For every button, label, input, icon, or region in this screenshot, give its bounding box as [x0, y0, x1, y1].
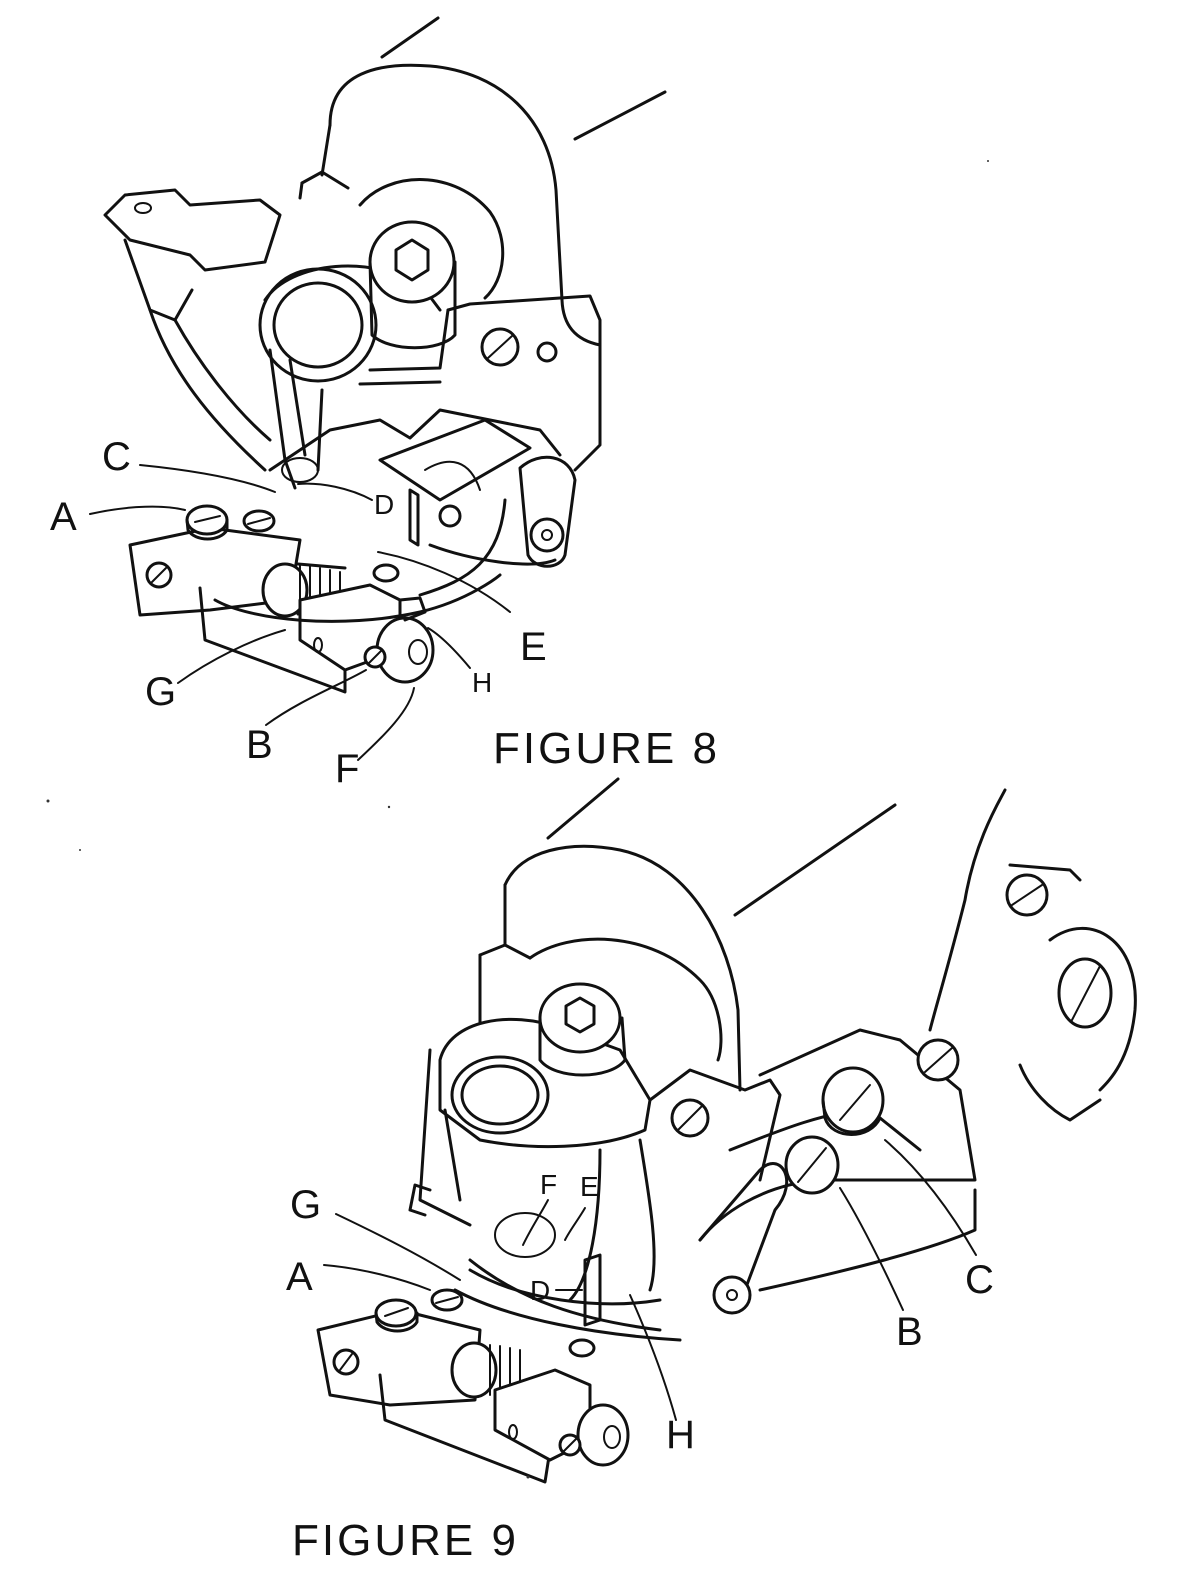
fig8-label-B: B: [246, 723, 273, 767]
fig9-label-E: E: [580, 1171, 599, 1202]
fig8-label-E: E: [520, 625, 547, 669]
figure-8-caption: FIGURE 8: [493, 724, 720, 773]
figure-8-mechanism: [105, 18, 665, 692]
scan-specks: [47, 160, 990, 1479]
fig8-label-H: H: [472, 667, 492, 698]
fig9-label-G: G: [290, 1183, 321, 1227]
figure-9-mechanism: [318, 779, 1135, 1482]
fig8-label-C: C: [102, 435, 131, 479]
fig8-label-A: A: [50, 495, 77, 539]
fig9-label-H: H: [666, 1413, 695, 1457]
fig9-label-C: C: [965, 1258, 994, 1302]
fig9-label-A: A: [286, 1255, 313, 1299]
fig8-label-D: D: [374, 489, 394, 520]
fig8-label-G: G: [145, 670, 176, 714]
figure-9-caption: FIGURE 9: [292, 1516, 519, 1565]
fig9-label-D: D: [530, 1275, 550, 1306]
fig8-label-F: F: [335, 747, 359, 791]
fig9-label-B: B: [896, 1310, 923, 1354]
fig9-label-F: F: [540, 1169, 557, 1200]
